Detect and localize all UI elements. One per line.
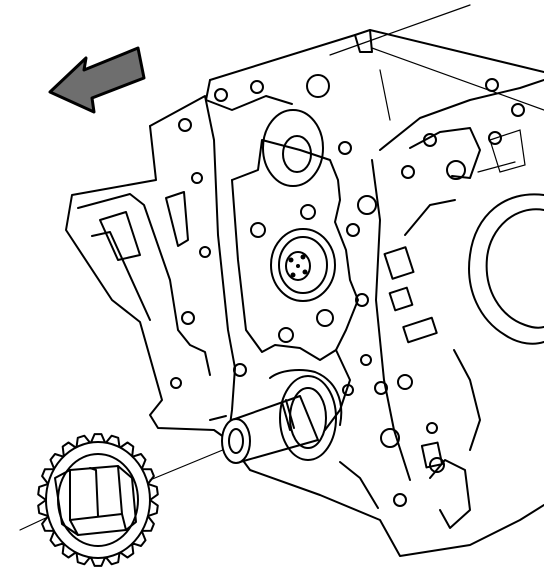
- crankshaft-snout: [209, 395, 319, 464]
- cylinder-bore: [468, 129, 544, 345]
- crankshaft-seal-housing: [269, 369, 343, 461]
- front-cover-plate: [231, 139, 359, 431]
- guide-lines: [19, 4, 544, 531]
- camshaft-bearing: [270, 228, 336, 302]
- direction-arrow-icon: [48, 46, 146, 114]
- crankshaft-sprocket: [37, 433, 159, 567]
- upper-port: [262, 109, 324, 187]
- engine-block: [65, 29, 544, 557]
